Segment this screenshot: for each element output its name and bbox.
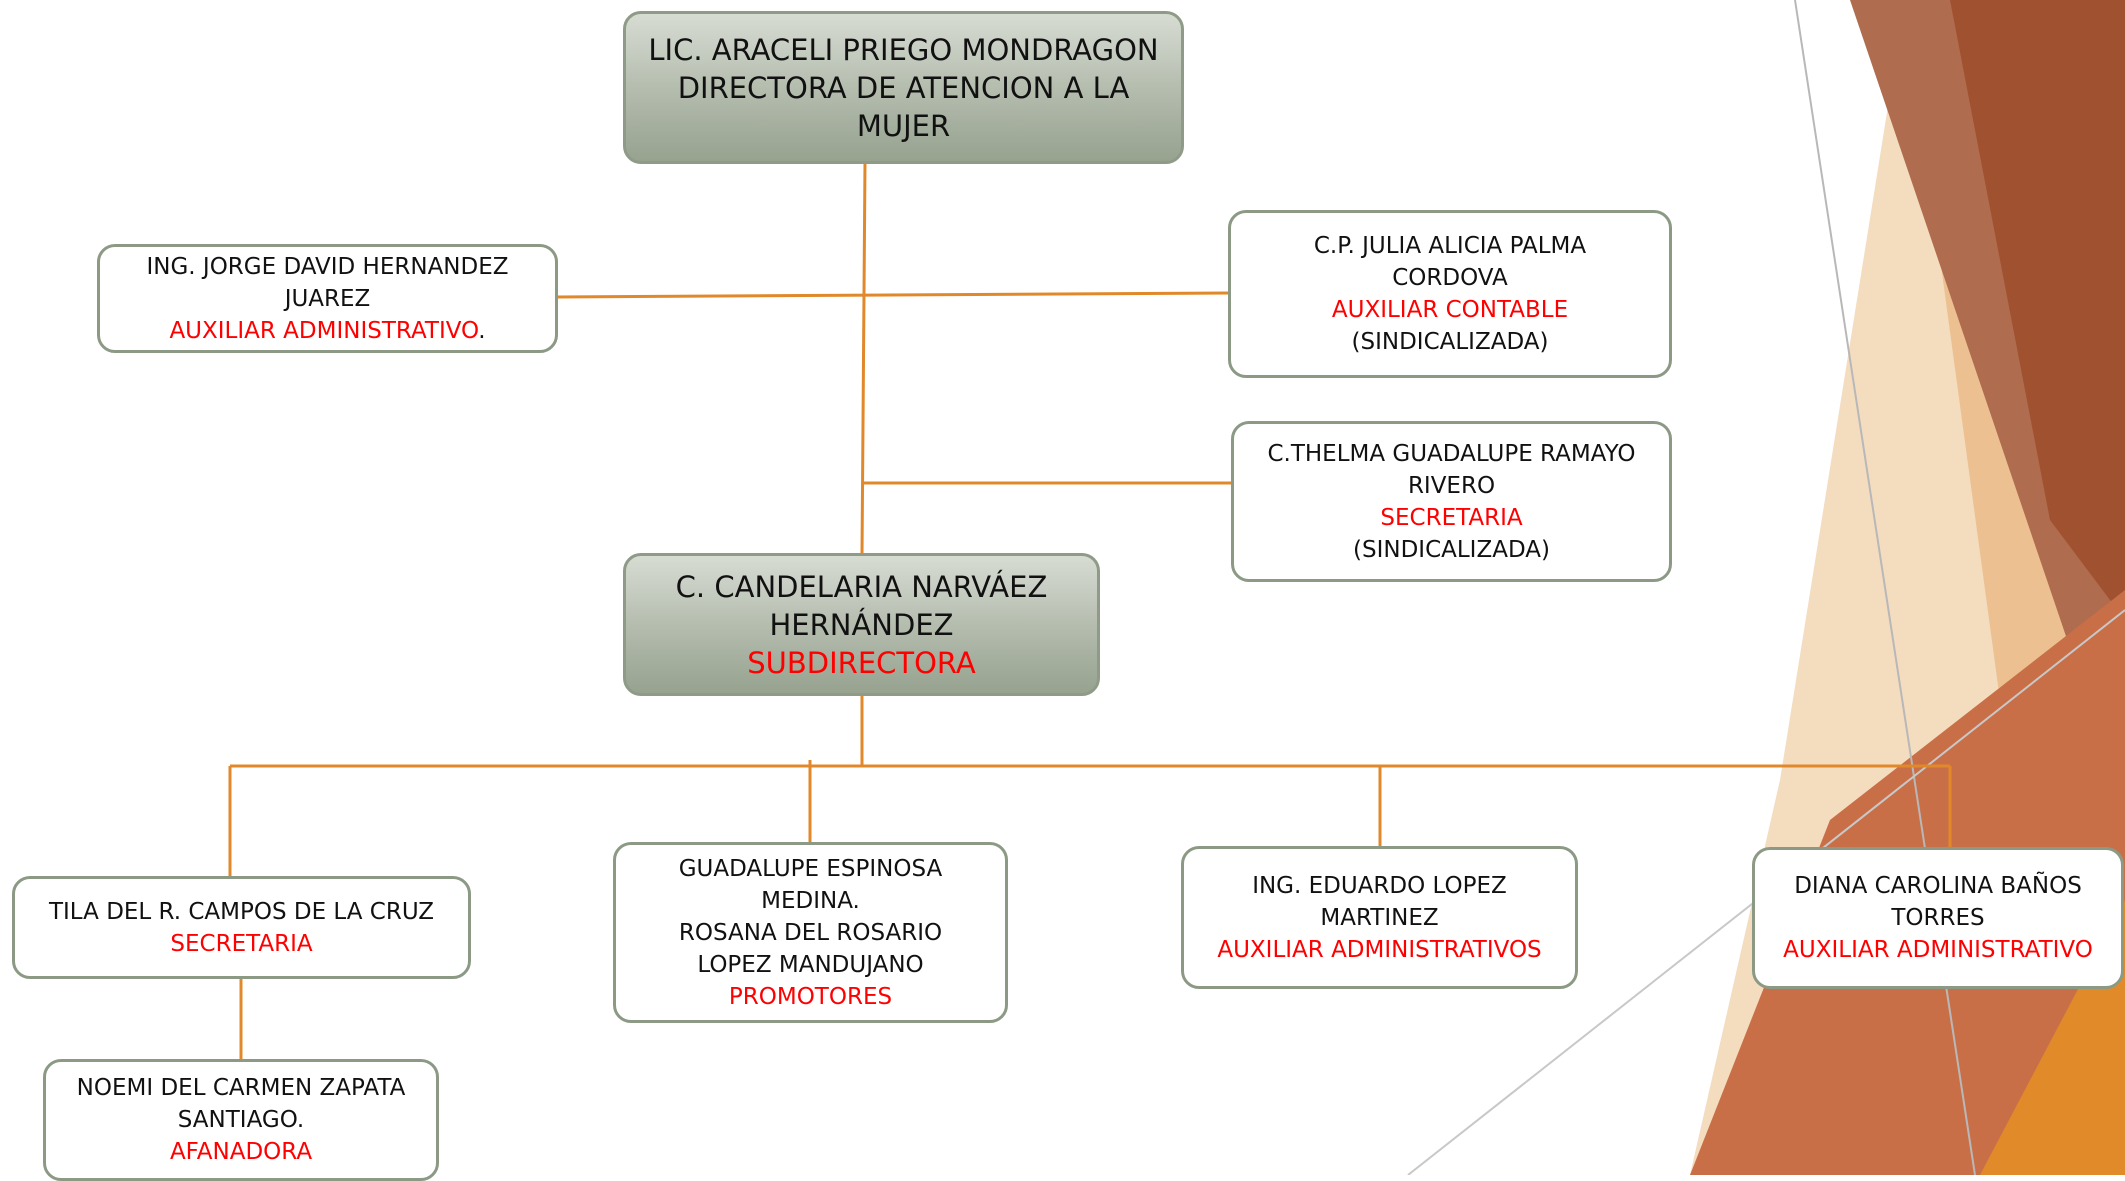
person-name-line-1: GUADALUPE ESPINOSA [678,855,943,882]
promotores-box: GUADALUPE ESPINOSA MEDINA. ROSANA DEL RO… [613,842,1008,1023]
role-label: PROMOTORES [728,983,893,1010]
status-note: (SINDICALIZADA) [1351,329,1549,355]
director-name: LIC. ARACELI PRIEGO MONDRAGON [648,32,1159,67]
person-name-line-2: MARTINEZ [1320,904,1439,931]
secretaria-left-box: TILA DEL R. CAMPOS DE LA CRUZ SECRETARIA [12,876,471,979]
role-label: AUXILIAR ADMINISTRATIVO [169,317,479,344]
subdirector-name-line-2: HERNÁNDEZ [769,607,954,642]
secretaria-right-box: C.THELMA GUADALUPE RAMAYO RIVERO SECRETA… [1231,421,1672,582]
subdirector-box: C. CANDELARIA NARVÁEZ HERNÁNDEZ SUBDIREC… [623,553,1100,696]
person-name-line-2: JUAREZ [284,285,371,312]
role-label: SECRETARIA [170,930,313,957]
subdirector-name-line-1: C. CANDELARIA NARVÁEZ [675,569,1048,604]
connector-left-aux [555,291,1231,299]
aux-admin-diana-box: DIANA CAROLINA BAÑOS TORRES AUXILIAR ADM… [1752,847,2124,989]
person-name-line-2: TORRES [1891,905,1985,931]
role-line: AUXILIAR ADMINISTRATIVO. [169,315,485,347]
person-name-line-1: C.P. JULIA ALICIA PALMA [1313,233,1587,259]
director-title-line-2: MUJER [856,108,951,143]
person-name-line-1: NOEMI DEL CARMEN ZAPATA [76,1075,406,1101]
deco-facet-dark [1950,0,2125,620]
aux-admin-left-box: ING. JORGE DAVID HERNANDEZ JUAREZ AUXILI… [97,244,558,353]
director-title-line-1: DIRECTORA DE ATENCION A LA [677,70,1130,105]
aux-admin-eduardo-box: ING. EDUARDO LOPEZ MARTINEZ AUXILIAR ADM… [1181,846,1578,989]
person-name-line-2: RIVERO [1407,472,1496,499]
afanadora-box: NOEMI DEL CARMEN ZAPATA SANTIAGO. AFANAD… [43,1059,439,1181]
role-suffix: . [478,317,486,344]
person-name-line-3: ROSANA DEL ROSARIO [678,919,943,946]
role-label: AUXILIAR CONTABLE [1331,297,1569,323]
person-name-line-4: LOPEZ MANDUJANO [697,951,924,978]
person-name-line-1: DIANA CAROLINA BAÑOS [1794,873,2082,899]
person-name-line-2: MEDINA. [761,887,860,914]
role-label: SECRETARIA [1380,504,1523,531]
person-name-line-1: ING. JORGE DAVID HERNANDEZ [146,253,509,280]
aux-contable-box: C.P. JULIA ALICIA PALMA CORDOVA AUXILIAR… [1228,210,1672,378]
role-label: AUXILIAR ADMINISTRATIVOS [1217,936,1542,963]
connector-group [228,162,1952,1060]
status-note: (SINDICALIZADA) [1353,536,1550,563]
person-name-line-1: TILA DEL R. CAMPOS DE LA CRUZ [48,898,435,925]
director-box: LIC. ARACELI PRIEGO MONDRAGON DIRECTORA … [623,11,1184,164]
person-name-line-2: SANTIAGO. [177,1107,305,1133]
person-name-line-1: ING. EDUARDO LOPEZ [1252,872,1507,899]
role-label: AFANADORA [169,1139,313,1165]
person-name-line-1: C.THELMA GUADALUPE RAMAYO [1267,440,1636,467]
person-name-line-2: CORDOVA [1392,265,1508,291]
connector-director-to-subdirector [860,162,867,556]
role-label: SUBDIRECTORA [747,645,976,680]
role-label: AUXILIAR ADMINISTRATIVO [1783,937,2093,963]
